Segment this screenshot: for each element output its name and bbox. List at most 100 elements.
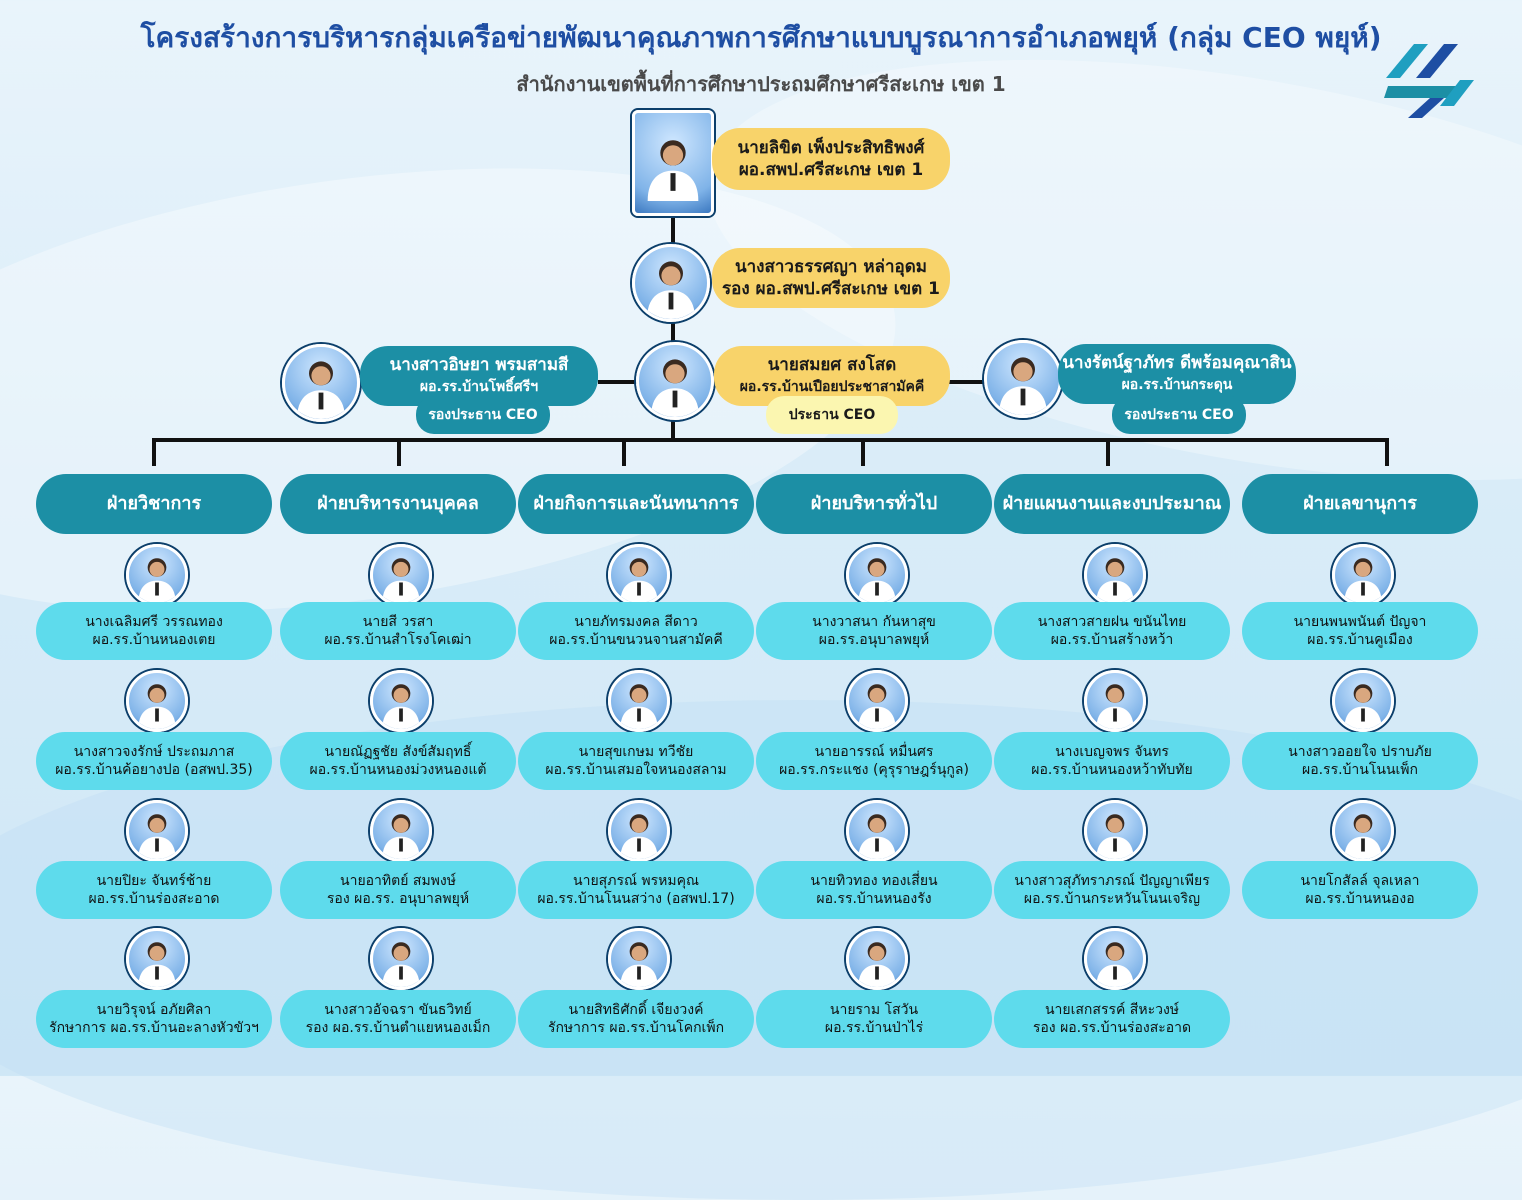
member-photo xyxy=(608,670,670,732)
ceo-chair-role-badge: ประธาน CEO xyxy=(766,396,898,434)
member-photo xyxy=(1084,800,1146,862)
member-photo xyxy=(608,800,670,862)
connector-line xyxy=(152,438,1388,442)
member-name: นายสุภรณ์ พรหมคุณ xyxy=(573,873,699,889)
member-position: ผอ.รร.บ้านคูเมือง xyxy=(1307,632,1413,648)
member-name: นายปิยะ จันทร์ช้าย xyxy=(96,873,212,889)
member-name: นายสิทธิศักดิ์ เจียงวงค์ xyxy=(568,1002,704,1018)
member-card: นายสิทธิศักดิ์ เจียงวงค์รักษาการ ผอ.รร.บ… xyxy=(518,990,754,1048)
member-name: นางสาวอัจฉรา ขันธวิทย์ xyxy=(324,1002,472,1018)
member-name: นายภัทรมงคล สีดาว xyxy=(574,614,698,630)
member-photo xyxy=(1332,544,1394,606)
vice-right-name: นางรัตน์ฐาภัทร ดีพร้อมคุณาสิน xyxy=(1062,353,1292,373)
department-header: ฝ่ายวิชาการ xyxy=(36,474,272,534)
vice-left-photo xyxy=(282,344,360,422)
member-photo xyxy=(126,800,188,862)
member-photo xyxy=(846,670,908,732)
member-position: ผอ.รร.บ้านหนองหว้าทับทัย xyxy=(1031,762,1193,778)
ceo-chair-position: ผอ.รร.บ้านเปือยประชาสามัคคี xyxy=(739,379,925,395)
member-name: นางเบญจพร จันทร xyxy=(1055,744,1169,760)
member-position: ผอ.รร.บ้านร่องสะอาด xyxy=(88,891,220,907)
member-photo xyxy=(846,800,908,862)
member-position: ผอ.รร.อนุบาลพยุห์ xyxy=(818,632,930,648)
member-photo xyxy=(608,544,670,606)
member-photo xyxy=(1084,544,1146,606)
member-position: ผอ.รร.บ้านหนองเตย xyxy=(92,632,216,648)
member-name: นางสาวออยใจ ปราบภัย xyxy=(1288,744,1432,760)
director-photo xyxy=(632,110,714,216)
page-subtitle: สำนักงานเขตพื้นที่การศึกษาประถมศึกษาศรีส… xyxy=(516,72,1006,96)
member-card: นายวิรุจน์ อภัยศิลารักษาการ ผอ.รร.บ้านอะ… xyxy=(36,990,272,1048)
member-position: ผอ.รร.บ้านค้อยางปอ (อสพป.35) xyxy=(55,762,253,778)
vice-left-name: นางสาวอิษยา พรมสามสี xyxy=(389,355,569,375)
member-card: นางสาวจงรักษ์ ประถมภาสผอ.รร.บ้านค้อยางปอ… xyxy=(36,732,272,790)
page-title: โครงสร้างการบริหารกลุ่มเครือข่ายพัฒนาคุณ… xyxy=(140,21,1382,54)
member-card: นางสาวสายฝน ขนันไทยผอ.รร.บ้านสร้างหว้า xyxy=(994,602,1230,660)
member-position: รอง ผอ.รร.บ้านตำแยหนองเม็ก xyxy=(305,1020,491,1036)
member-card: นายสุภรณ์ พรหมคุณผอ.รร.บ้านโนนสว่าง (อสพ… xyxy=(518,861,754,919)
member-position: ผอ.รร.กระแชง (คุรุราษฎร์นุกูล) xyxy=(779,762,969,778)
member-name: นายเสกสรรค์ สีหะวงษ์ xyxy=(1044,1002,1180,1018)
member-position: ผอ.รร.บ้านป่าไร่ xyxy=(824,1020,924,1036)
vice-left-role-badge: รองประธาน CEO xyxy=(416,396,550,434)
member-photo xyxy=(126,544,188,606)
connector-line xyxy=(946,380,986,384)
member-photo xyxy=(370,670,432,732)
member-position: ผอ.รร.บ้านสร้างหว้า xyxy=(1050,632,1174,648)
vice-right-pill: นางรัตน์ฐาภัทร ดีพร้อมคุณาสิน ผอ.รร.บ้าน… xyxy=(1058,344,1296,404)
member-position: ผอ.รร.บ้านกระหวันโนนเจริญ xyxy=(1023,891,1201,907)
member-name: นายราม โสวัน xyxy=(829,1002,919,1018)
director-pill: นายลิขิต เพ็งประสิทธิพงศ์ ผอ.สพป.ศรีสะเก… xyxy=(712,128,950,190)
member-name: นายณัฏฐชัย สังข์สัมฤทธิ์ xyxy=(324,744,472,760)
department-header: ฝ่ายแผนงานและงบประมาณ xyxy=(994,474,1230,534)
department-header: ฝ่ายบริหารงานบุคคล xyxy=(280,474,516,534)
member-card: นายณัฏฐชัย สังข์สัมฤทธิ์ผอ.รร.บ้านหนองม่… xyxy=(280,732,516,790)
member-position: ผอ.รร.บ้านหนองม่วงหนองแต้ xyxy=(309,762,487,778)
member-photo xyxy=(1084,928,1146,990)
member-photo xyxy=(126,670,188,732)
connector-line xyxy=(1106,438,1110,466)
member-photo xyxy=(846,544,908,606)
member-name: นางสาวจงรักษ์ ประถมภาส xyxy=(73,744,235,760)
department-header: ฝ่ายกิจการและนันทนาการ xyxy=(518,474,754,534)
member-photo xyxy=(370,800,432,862)
member-position: ผอ.รร.บ้านโนนสว่าง (อสพป.17) xyxy=(537,891,735,907)
connector-line xyxy=(861,438,865,466)
member-photo xyxy=(846,928,908,990)
member-card: นางเฉลิมศรี วรรณทองผอ.รร.บ้านหนองเตย xyxy=(36,602,272,660)
vice-right-role-badge: รองประธาน CEO xyxy=(1112,396,1246,434)
member-photo xyxy=(370,928,432,990)
director-position: ผอ.สพป.ศรีสะเกษ เขต 1 xyxy=(738,160,924,180)
director-name: นายลิขิต เพ็งประสิทธิพงศ์ xyxy=(737,138,925,158)
member-card: นายอารรณ์ หมื่นศรผอ.รร.กระแชง (คุรุราษฎร… xyxy=(756,732,992,790)
member-name: นายสี วรสา xyxy=(362,614,434,630)
connector-line xyxy=(622,438,626,466)
vice-right-photo xyxy=(984,340,1062,418)
member-card: นายนพนพนันต์ ปัญจาผอ.รร.บ้านคูเมือง xyxy=(1242,602,1478,660)
vice-left-pill: นางสาวอิษยา พรมสามสี ผอ.รร.บ้านโพธิ์ศรีฯ xyxy=(360,346,598,406)
member-card: นายปิยะ จันทร์ช้ายผอ.รร.บ้านร่องสะอาด xyxy=(36,861,272,919)
member-card: นายเสกสรรค์ สีหะวงษ์รอง ผอ.รร.บ้านร่องสะ… xyxy=(994,990,1230,1048)
member-name: นางสาวสุภัทราภรณ์ ปัญญาเพียร xyxy=(1014,873,1210,889)
member-position: ผอ.รร.บ้านสำโรงโคเฒ่า xyxy=(324,632,472,648)
member-position: รอง ผอ.รร. อนุบาลพยุห์ xyxy=(326,891,470,907)
member-name: นายนพนพนันต์ ปัญจา xyxy=(1293,614,1427,630)
deputy-position: รอง ผอ.สพป.ศรีสะเกษ เขต 1 xyxy=(722,279,940,299)
member-photo xyxy=(608,928,670,990)
member-photo xyxy=(126,928,188,990)
connector-line xyxy=(671,210,675,440)
member-name: นายสุขเกษม ทวีชัย xyxy=(578,744,694,760)
member-card: นายโกสัลล์ จุลเหลาผอ.รร.บ้านหนองอ xyxy=(1242,861,1478,919)
member-name: นายวิรุจน์ อภัยศิลา xyxy=(96,1002,212,1018)
member-name: นายอารรณ์ หมื่นศร xyxy=(814,744,934,760)
deputy-name: นางสาวธรรศญา หล่าอุดม xyxy=(735,257,927,277)
member-card: นายทิวทอง ทองเสี่ยนผอ.รร.บ้านหนองรัง xyxy=(756,861,992,919)
connector-line xyxy=(1385,438,1389,466)
member-photo xyxy=(1332,670,1394,732)
member-name: นายโกสัลล์ จุลเหลา xyxy=(1300,873,1420,889)
member-name: นางสาวสายฝน ขนันไทย xyxy=(1037,614,1187,630)
department-header: ฝ่ายเลขานุการ xyxy=(1242,474,1478,534)
member-card: นางสาวออยใจ ปราบภัยผอ.รร.บ้านโนนเพ็ก xyxy=(1242,732,1478,790)
department-header: ฝ่ายบริหารทั่วไป xyxy=(756,474,992,534)
connector-line xyxy=(152,438,156,466)
